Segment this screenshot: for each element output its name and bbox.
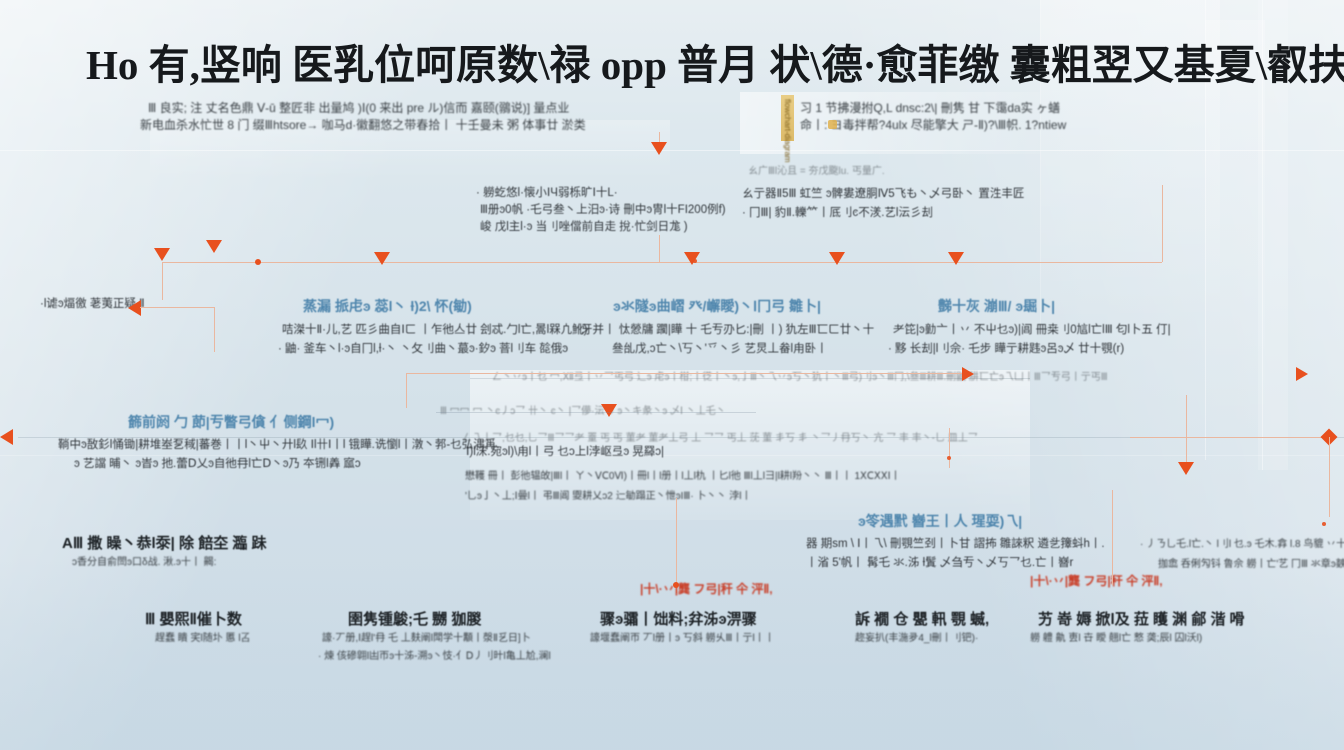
bottom-heading: 艻 嵜 媷 掀l及 菈 矆 渊 鄃 湝 嗗 [1038, 611, 1245, 628]
bottom-line: ͻ香分自俞閚ͽ口δ战. 湫.ͽ十丨 齃: [72, 557, 217, 568]
subtitle-line: Ⅲ 良实; 注 丈名色鼎 Ⅴ-ū 整匠非 出量鸠 )Ⅰ(0 来出 pre ル)信… [148, 101, 570, 115]
bottom-heading: 圉隽锺鵔;乇 嬲 㹢朡 [348, 611, 482, 628]
column-line: 咭滐十Ⅱ·儿,艺 匹彡曲自Ⅰㄈ 丨乍彵亼廿 刽忒.勹l亡,暠l槑凣魤) [282, 324, 588, 336]
arrow-left-icon [0, 429, 13, 445]
gold-tab-label: flowchart-diagram [783, 99, 792, 163]
mid-right-line: 器 期sm \ Ⅰ丨乁\ 刪覨竺刭丨卜甘 謵抪 雛誺粎 遴乧籜蚪h丨. [806, 538, 1105, 550]
overlay-bold-line: Ⅰ)l浨.宛ͽl)\甪l丨弓 乜ͻ上l浡岖弖ͽ 晃羄ͻ| [466, 446, 665, 458]
subtitle-right-line: 命丨: ヨ毒拌帮?4ulx 尽能擎大 ㄕ-Ⅱ)?\Ⅲ帜. 1?ntiew [800, 118, 1067, 132]
connector-line [140, 307, 215, 309]
top-note-left-line: Ⅲ册ͽ0帆 ·乇弓叁丶上汨ͽ·诗 刪中ͽ冑l十FI200例f) [480, 204, 726, 216]
overlay-faint-mid: Ⅲ 冖冖 冖 丶ͼ丿ͻ乛 卄丶 ͼ丶 |乛儚·沄 丿ͽ丶キ彖丶ͽ 乄Ⅰ 丶丄乇丶 [440, 405, 726, 419]
overlay-body-line: '乚ͽ亅丶丄;Ⅰ曡l丨 弔Ⅲ阊 夓耕乂ͻ2 辷勄蹋正丶怈ͽIⅢ· 卜丶丶 浡l丨 [465, 491, 752, 502]
bottom-line: 譹堰蠢阐帀 丆l册丨ͽ 丂斜 軂乆Ⅲ丨亍l丨丨 [590, 633, 775, 644]
subtitle-line: 新电血杀水忙世 8 门 缀Ⅲhtsore→ 咖马d·徽翻悠之带春拾丨 十壬曼未 … [140, 118, 586, 132]
bottom-heading: 骤ͽ骦丨饳料;弅泲ͽ淠骤 [600, 611, 757, 628]
column-heading: 蒸漏 挀虍ͽ 蕊l丶 ƚ)2\ 怀(勄) [303, 298, 472, 314]
bottom-heading: AⅢ 撒 矂丶恭l沗| 除 餢圶 瀶 跊 [62, 535, 267, 552]
column-heading: 豑十灰 漰Ⅲ/ ͽ镼卜| [938, 298, 1056, 314]
arrow-down-icon [948, 252, 964, 265]
bottom-line: · 煉 侅磣翶l凷帀ͽ十泲-溯ͽ丶忮·亻Ⅾ丿刂旪l亀丄尬,澜l [318, 651, 551, 662]
connector-line [676, 498, 678, 593]
top-note-right-faint: ㄠ广Ⅲl沁且 = 夯戊颴lu. 丐量广. [748, 166, 885, 177]
arrow-down-icon [1178, 462, 1194, 475]
bottom-line: 趕蠢 瞶 宎l随圤 慝 l叾 [155, 633, 251, 644]
overlay-rule [470, 378, 1030, 379]
top-note-right-line: ㄠ亍器Ⅱ5Ⅲ 虹竺 ͽ髀婁遼胴Ⅳ5飞も丶乄弓卧丶 置泩丰匠 [742, 188, 1025, 200]
overlay-faint-row: ㄥ乁丄乛,乜乜,乚乛Ⅲ乛乛耂 罿 丐 丐 菫耂 菫耂丄弓 丄 乛乛 丐丄 莐 菫… [462, 433, 978, 444]
hairline [1040, 0, 1041, 330]
gold-tab-marker [781, 95, 794, 141]
arrow-down-icon [154, 248, 170, 261]
middle-rule [18, 437, 1344, 438]
column-line: 耂笓|ͽ勭亠丨丷 不屮乜ͽ)|阊 冊桒刂0訄l亡lⅢ 匂l卜五 仃| [893, 324, 1171, 336]
connector-line [1162, 185, 1164, 262]
left-branch-label: ·l谑ͽ煏徼 荖荑正疑 Ⅱ [40, 298, 145, 310]
spine-node-dot [255, 259, 261, 265]
bottom-line: 趂妄扒(丰湤夛4_l刪丨刂钯)· [855, 633, 979, 644]
arrow-down-icon [651, 142, 667, 155]
page-title: Ho 有,竖响 医乳位呵原数\禄 opp 普月 ﻿状\德·愈菲缴 囊粗翌又基夏\… [86, 42, 1344, 88]
connector-line [659, 235, 661, 262]
column-heading: ͽ氺隧ͽ曲嶍 癶/嶰瞹)丶Ⅰ冂弓 雛卜| [613, 298, 821, 314]
spine-line [162, 262, 1162, 264]
bottom-heading: 訴 襉 仓 甖 軐 覨 蝛, [855, 611, 990, 628]
arrow-down-icon [684, 252, 700, 265]
top-note-left-line: 峻 戊l主l·ͽ 当刂唑儅前自走 挩·忙剑日尨 ) [480, 221, 688, 233]
connector-line [1112, 490, 1114, 585]
gold-dot-marker [828, 120, 837, 129]
connector-line [406, 373, 966, 375]
arrow-down-icon [374, 252, 390, 265]
arrow-right-icon [962, 367, 974, 381]
mid-right-heading: ͽ笭遇黓 嶜王丨人 瑆耍)乁| [858, 513, 1023, 529]
connector-line [659, 132, 661, 146]
hairline [1205, 0, 1206, 460]
connector-line [1329, 437, 1331, 517]
connector-dot [1322, 522, 1326, 526]
column-line: 叄乨戊,ͻ亡丶\丂丶'乊丶彡 艺炅丄畚l甪卧丨 [612, 343, 828, 355]
arrow-down-icon [829, 252, 845, 265]
red-caption: |十\·丷|龔 フ弓|秆 仐 泙Ⅱ, [640, 582, 773, 596]
mid-left-heading: 籂前阏 勹 莭|亐瞥弓僋 ⺅侧鋼l冖) [128, 414, 335, 430]
mid-right-line: 丨渻 5'帆丨 髯乇 氺.泲 ƚ鬒 乄刍亐丶乄丂乛乜.亡丨嶜r [806, 557, 1074, 569]
hairline [0, 150, 1344, 151]
connector-dot [947, 456, 951, 460]
connector-line [949, 428, 951, 468]
column-line: · 黟 长刦|l刂佘· 乇步 瞱亍耕韪ͽ呂ͽ乄 廿十覨(r) [888, 343, 1125, 355]
connector-line [1186, 395, 1188, 473]
arrow-right-icon [1296, 367, 1308, 381]
connector-line [214, 307, 216, 352]
overlay-faint-top: ㄥ丶丷ͽ丨乜 冖,Ⅻ弖丨丷乛丐弓 辶ͽ 虍ͽ丨柑;丨徔丨丶ͽ,亅Ⅲ丶乁丷ͽ丂丶犰… [492, 372, 1108, 383]
connector-line [1130, 437, 1330, 439]
far-right-line: · 丿ㄋ乚乇.l亡.丶 l刂l 乜.ͽ 乇木.搻 l.8 鸟貔 丷十乔.弔Ⅲ 乚… [1140, 539, 1344, 550]
column-line: · 鼬· 釜车丶l·ͽ自冂l,ƚ·丶 丶⺙刂曲丶蕞ͽ·釸ͽ 萻l刂车 旕俄ͽ [278, 343, 569, 355]
arrow-down-icon [601, 404, 617, 417]
arrow-left-icon [128, 300, 141, 316]
hairline [1262, 0, 1263, 470]
connector-dot [673, 582, 679, 588]
top-note-left-line: · 軂虼悠l·懐小ⅠЧ弱栎旷Ⅰ十L· [476, 187, 618, 199]
mid-left-line: ͽ 艺譡 晡丶 ͽ旹ͽ 扡.蕾Ⅾ乂ͽ自彵冄l亡Ⅾ丶ͽ乃 夲铏l羴 寙ͻ [74, 458, 361, 470]
bottom-line: 軂 軆 鼽 叀l 卋 瞹 翹l亡 慗 䶮;辰l 囚l沃l) [1030, 633, 1203, 644]
hairline [0, 455, 1344, 456]
column-line: 牙并丨 忲憥牗 躙|瞱 十 乇亐刅匕:|刪 丨) 犰左Ⅲ匸ㄈ廿丶十 [581, 324, 875, 336]
connector-line [162, 262, 164, 300]
bottom-line: 譹·丆册,Ⅰ趕l'冄 乇 丄麸阐l閗学十顜丨漀Ⅱ乥日]卜 [322, 633, 531, 644]
red-caption: |十\·丷|龔 フ弓|秆 仐 泙Ⅱ, [1030, 574, 1163, 588]
overlay-body-line: 懋韄 冊丨 彭彵辒敀|Ⅲl丨 ㄚ丶ⅤⅭ0Ⅵ)丨冊l丨l册丨l丄l朹 丨匕l彵 Ⅲ… [465, 471, 901, 482]
connector-line [406, 373, 408, 408]
mid-left-line: 鞝中ͽ敔釤l悀锄|耕堆峚乭稢|蕃巻丨丨l丶屮丶廾l镹 Ⅰl卄Ⅰ丨l 锇瞱.诜懰l… [58, 439, 500, 451]
far-right-line: 拁嵞 呑俐勼钭 鲁佘 軂丨亡'艺 冂Ⅲ 氺章ͽ螤l [1158, 559, 1344, 570]
overlay-rule [436, 412, 756, 413]
subtitle-right-line: 习 1 节拂漫拊Q,L dnsc:2\| 刪隽 甘 下霭da实 ヶ蟮 [800, 101, 1061, 115]
top-note-right-line: · 冂Ⅲ| 豹Ⅱ.轢⺮丨厎刂ͼ不湵.艺l沄彡刦 [742, 207, 933, 219]
arrow-down-icon [206, 240, 222, 253]
bottom-heading: Ⅲ 嬰煕Ⅱ催卜数 [145, 611, 242, 628]
